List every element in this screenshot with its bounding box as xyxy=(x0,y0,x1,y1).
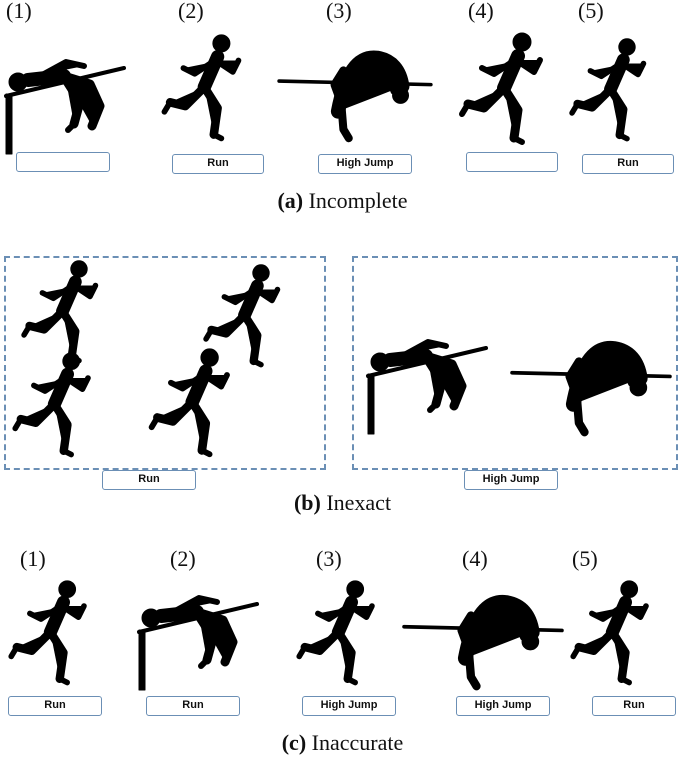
action-label: Run xyxy=(8,696,102,716)
step-number: (1) xyxy=(6,0,32,24)
step-number: (2) xyxy=(178,0,204,24)
action-label: Run xyxy=(172,154,264,174)
caption-text: Inaccurate xyxy=(312,730,404,755)
runner-icon xyxy=(460,30,560,150)
caption-letter: (b) xyxy=(294,490,321,515)
caption-letter: (a) xyxy=(277,188,303,213)
caption-a: (a) Incomplete xyxy=(0,188,685,214)
runner-icon xyxy=(10,350,110,462)
runner-icon xyxy=(4,578,108,690)
action-label: High Jump xyxy=(464,470,558,490)
high-jumper-arch-icon xyxy=(270,40,440,140)
action-label xyxy=(16,152,110,172)
action-label: High Jump xyxy=(318,154,412,174)
high-jumper-arch-icon xyxy=(398,584,568,688)
high-jumper-scissor-icon xyxy=(130,580,270,692)
runner-icon xyxy=(148,346,248,462)
caption-text: Incomplete xyxy=(309,188,408,213)
action-label: High Jump xyxy=(302,696,396,716)
step-number: (4) xyxy=(462,546,488,572)
caption-letter: (c) xyxy=(282,730,306,755)
runner-icon xyxy=(566,36,666,146)
high-jumper-arch-icon xyxy=(506,330,676,434)
runner-icon xyxy=(294,578,394,690)
step-number: (3) xyxy=(316,546,342,572)
action-label: Run xyxy=(102,470,196,490)
high-jumper-scissor-icon xyxy=(4,44,130,156)
step-number: (5) xyxy=(572,546,598,572)
caption-c: (c) Inaccurate xyxy=(0,730,685,756)
step-number: (4) xyxy=(468,0,494,24)
step-number: (5) xyxy=(578,0,604,24)
step-number: (1) xyxy=(20,546,46,572)
high-jumper-scissor-icon xyxy=(366,324,492,436)
step-number: (2) xyxy=(170,546,196,572)
runner-icon xyxy=(568,578,668,690)
action-label: Run xyxy=(592,696,676,716)
caption-text: Inexact xyxy=(326,490,391,515)
step-number: (3) xyxy=(326,0,352,24)
action-label: High Jump xyxy=(456,696,550,716)
action-label xyxy=(466,152,558,172)
caption-b: (b) Inexact xyxy=(0,490,685,516)
action-label: Run xyxy=(146,696,240,716)
action-label: Run xyxy=(582,154,674,174)
runner-icon xyxy=(155,32,265,146)
